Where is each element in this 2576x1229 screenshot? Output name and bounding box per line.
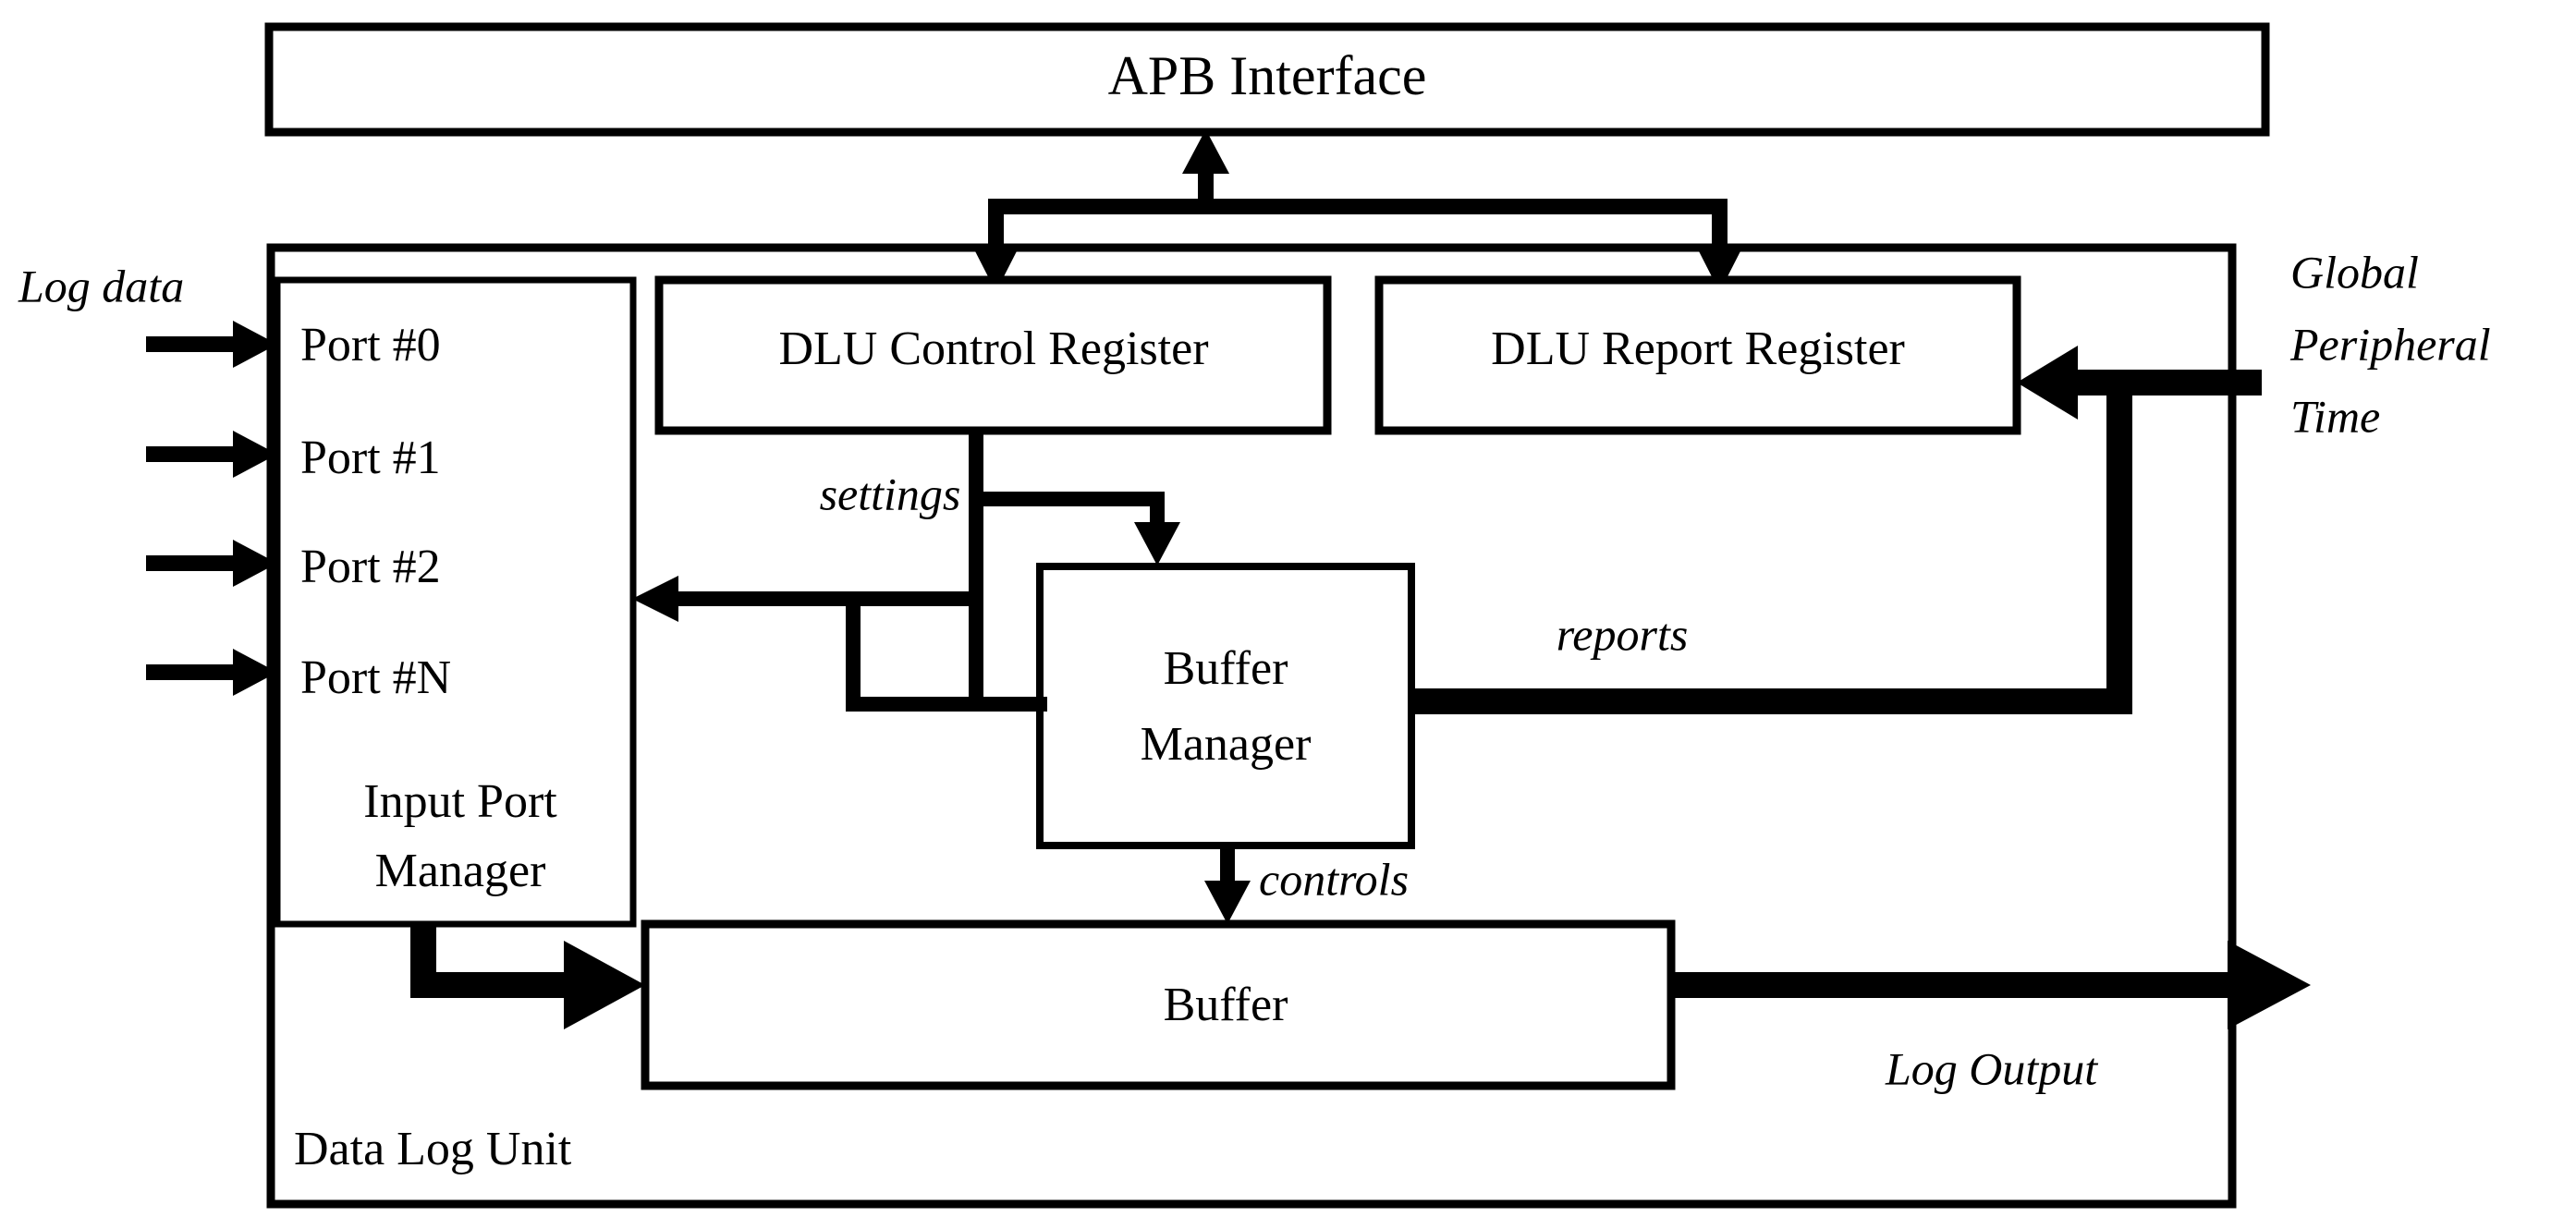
buffer-label: Buffer bbox=[1164, 979, 1288, 1031]
log-data-arrow-3-head bbox=[233, 649, 277, 696]
log-data-to-buffer-path bbox=[410, 924, 645, 1029]
controls-arrowhead bbox=[1204, 881, 1251, 924]
log-data-arrow-2-head bbox=[233, 540, 277, 587]
port-n-label: Port #N bbox=[300, 651, 451, 704]
log-data-arrow-1-stem bbox=[146, 446, 248, 462]
settings-main-drop bbox=[969, 431, 983, 704]
log-data-arrow-3-stem bbox=[146, 664, 248, 680]
apb-bus-bar bbox=[988, 199, 1728, 214]
log-data-arrow-1-head bbox=[233, 431, 277, 478]
controls-signal-path bbox=[1204, 846, 1251, 924]
log-output-arrowhead bbox=[2228, 941, 2311, 1029]
settings-branch-top-horizontal bbox=[976, 492, 1165, 506]
dlu-control-register-box[interactable] bbox=[654, 275, 1332, 435]
global-peripheral-time-label-line3: Time bbox=[2290, 390, 2380, 442]
apb-interface-box[interactable] bbox=[264, 22, 2270, 137]
port-2-label: Port #2 bbox=[300, 541, 441, 593]
dlu-control-register-label: DLU Control Register bbox=[778, 322, 1208, 375]
settings-label: settings bbox=[820, 468, 961, 519]
port-1-label: Port #1 bbox=[300, 432, 441, 484]
reports-horizontal bbox=[1411, 688, 2132, 714]
log-data-input-arrows bbox=[146, 321, 277, 696]
input-port-manager-box[interactable] bbox=[274, 276, 637, 928]
data-log-unit-label: Data Log Unit bbox=[294, 1123, 572, 1175]
apb-bus-left-down-arrowhead bbox=[972, 246, 1019, 292]
log-output-line bbox=[1671, 972, 2244, 998]
buffer-box[interactable] bbox=[641, 919, 1676, 1090]
settings-connector-horizontal bbox=[846, 697, 975, 712]
log-output-path bbox=[1671, 941, 2311, 1029]
apb-bus-right-down-arrowhead bbox=[1696, 246, 1743, 292]
ipm-to-buffer-horizontal bbox=[410, 972, 569, 998]
settings-signal-path bbox=[632, 431, 1180, 712]
settings-connector-vertical bbox=[846, 599, 861, 704]
buffer-manager-label-line2: Manager bbox=[1141, 718, 1312, 771]
settings-branch-top-arrowhead bbox=[1134, 522, 1180, 566]
log-data-label: Log data bbox=[18, 260, 184, 311]
buffer-manager-box[interactable] bbox=[1036, 563, 1415, 849]
reports-signal-path bbox=[1411, 346, 2132, 714]
log-output-label: Log Output bbox=[1885, 1042, 2098, 1094]
apb-bus-up-arrowhead bbox=[1182, 129, 1229, 174]
port-0-label: Port #0 bbox=[300, 319, 441, 371]
settings-lower-horizontal bbox=[969, 697, 1047, 712]
reports-arrowhead bbox=[2017, 346, 2078, 420]
reports-vertical bbox=[2106, 370, 2132, 702]
dlu-report-register-label: DLU Report Register bbox=[1491, 322, 1905, 375]
log-data-arrow-0-stem bbox=[146, 336, 248, 352]
global-peripheral-time-label-line2: Peripheral bbox=[2289, 318, 2491, 370]
global-peripheral-time-path bbox=[2106, 370, 2262, 395]
dlu-report-register-box[interactable] bbox=[1374, 275, 2021, 435]
apb-interface-label: APB Interface bbox=[1108, 45, 1427, 106]
global-peripheral-time-line bbox=[2106, 370, 2262, 395]
controls-label: controls bbox=[1259, 853, 1409, 905]
input-port-manager-label-line2: Manager bbox=[375, 845, 546, 897]
log-data-arrow-2-stem bbox=[146, 555, 248, 571]
ipm-to-buffer-arrowhead bbox=[564, 941, 645, 1029]
reports-label: reports bbox=[1557, 608, 1689, 660]
global-peripheral-time-label-line1: Global bbox=[2290, 246, 2419, 298]
log-data-arrow-0-head bbox=[233, 321, 277, 368]
settings-left-horizontal bbox=[647, 591, 976, 606]
input-port-manager-label-line1: Input Port bbox=[363, 775, 557, 828]
buffer-manager-label-line1: Buffer bbox=[1164, 642, 1288, 695]
settings-left-arrowhead bbox=[632, 576, 678, 622]
